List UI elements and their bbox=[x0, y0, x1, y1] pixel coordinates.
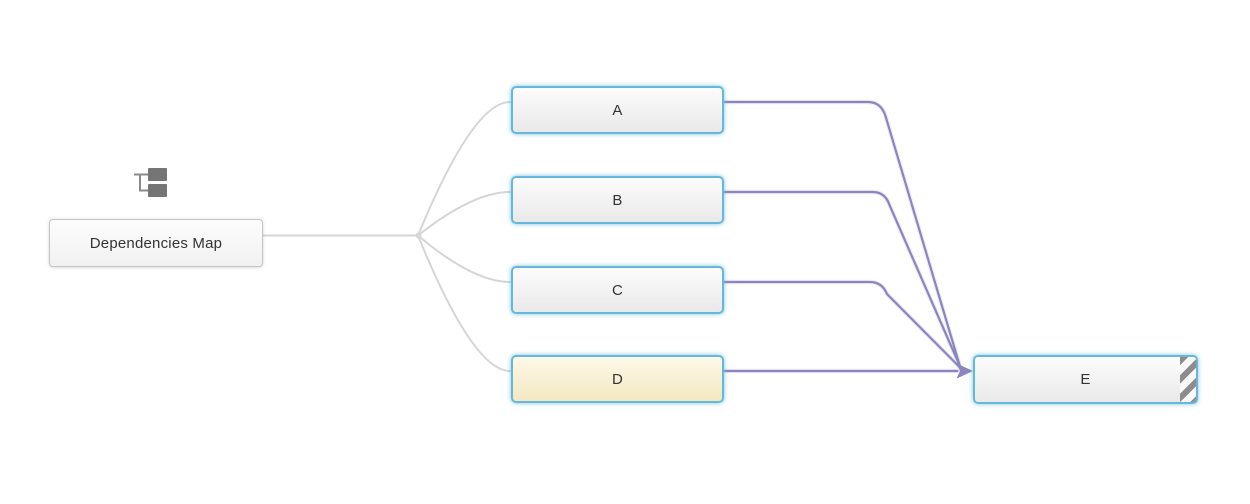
arrowhead-icon bbox=[956, 363, 973, 379]
edge-c-to-e-halo bbox=[725, 282, 961, 369]
edge-root-to-b bbox=[417, 191, 511, 237]
edge-a-to-e bbox=[723, 100, 962, 368]
edge-root-to-c bbox=[417, 234, 511, 283]
hierarchy-icon bbox=[134, 168, 167, 197]
striped-marker bbox=[1180, 357, 1196, 402]
edge-root-to-a bbox=[417, 101, 511, 237]
edge-root-to-d bbox=[417, 234, 511, 372]
node-a-label: A bbox=[612, 101, 623, 119]
node-e[interactable]: E bbox=[973, 355, 1198, 404]
node-b-label: B bbox=[612, 191, 623, 209]
node-c[interactable]: C bbox=[511, 266, 724, 314]
node-dependencies-map[interactable]: Dependencies Map bbox=[49, 219, 263, 267]
node-d[interactable]: D bbox=[511, 355, 724, 403]
edge-a-to-e-halo bbox=[725, 102, 960, 367]
node-e-label: E bbox=[1080, 371, 1091, 388]
node-a[interactable]: A bbox=[511, 86, 724, 134]
gray-edge-group bbox=[262, 101, 511, 372]
node-b[interactable]: B bbox=[511, 176, 724, 224]
node-dependencies-map-label: Dependencies Map bbox=[89, 234, 223, 252]
edge-c-to-e bbox=[723, 280, 963, 370]
purple-edge-halo-group bbox=[725, 102, 961, 371]
node-d-label: D bbox=[611, 370, 624, 388]
node-c-label: C bbox=[611, 281, 624, 299]
junction-dot bbox=[415, 232, 422, 239]
